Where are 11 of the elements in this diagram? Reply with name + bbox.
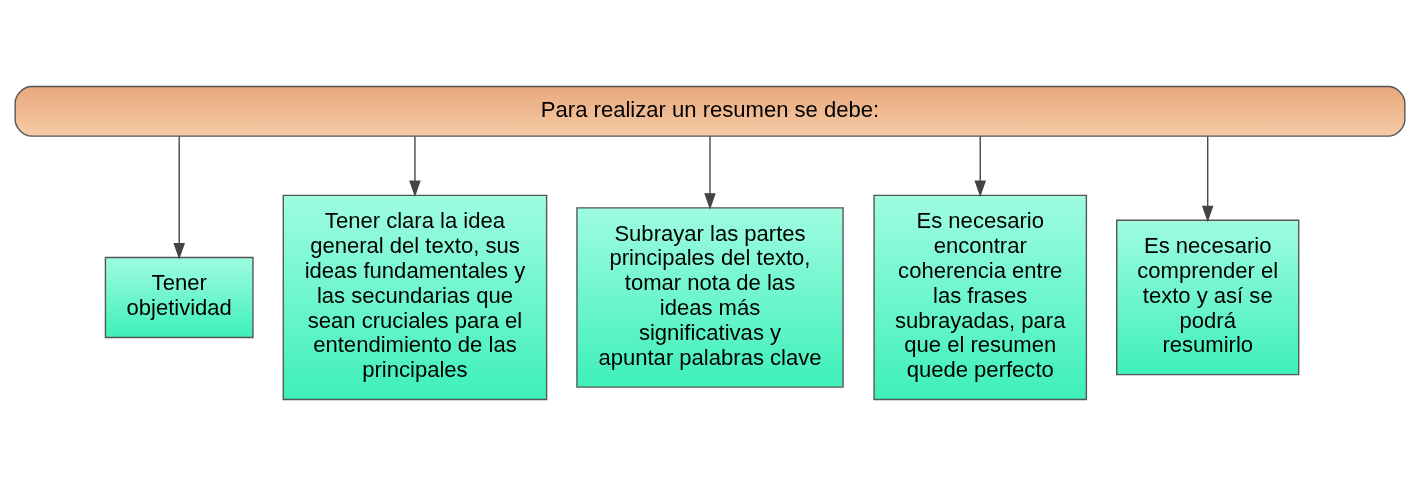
node-box: Tener clara la idea general del texto, sus ideas fundamentales y las secundarias que sean cruciales para el entendimiento de las principales <box>282 194 548 400</box>
arrow <box>704 135 716 210</box>
arrow <box>173 135 185 260</box>
node-box: Para realizar un resumen se debe: <box>14 85 1406 137</box>
node-box: Tener objetividad <box>104 256 254 338</box>
arrow <box>1201 135 1214 222</box>
arrow <box>974 135 987 197</box>
arrow <box>409 135 421 197</box>
node-box: Subrayar las partes principales del texto, tomar nota de las ideas más significativas y apuntar palabras clave <box>576 206 844 388</box>
node-box: Es necesario comprender el texto y así se podrá resumirlo <box>1116 219 1300 375</box>
node-box: Es necesario encontrar coherencia entre las frases subrayadas, para que el resumen quede perfecto <box>873 194 1088 400</box>
